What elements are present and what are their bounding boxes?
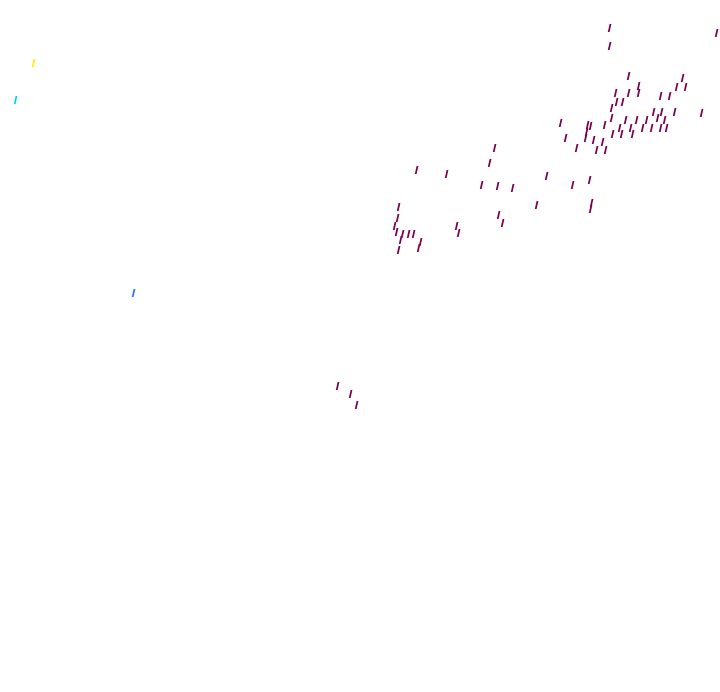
data-point — [396, 246, 401, 254]
data-point — [628, 124, 633, 132]
data-point — [607, 24, 612, 32]
data-point — [636, 89, 641, 97]
data-point — [658, 92, 663, 100]
data-point — [585, 121, 590, 129]
data-point — [640, 124, 645, 132]
data-point — [131, 289, 136, 297]
data-point — [479, 181, 484, 189]
series-cyan — [13, 96, 18, 104]
data-point — [630, 130, 635, 138]
data-point — [570, 181, 575, 189]
data-point — [510, 184, 515, 192]
data-point — [558, 119, 563, 127]
data-point — [495, 182, 500, 190]
data-point — [609, 104, 614, 112]
data-point — [659, 108, 664, 116]
data-point — [500, 219, 505, 227]
data-point — [603, 146, 608, 154]
data-point — [31, 59, 36, 67]
data-point — [534, 201, 539, 209]
data-point — [587, 176, 592, 184]
data-point — [672, 108, 677, 116]
data-point — [392, 222, 397, 230]
series-yellow — [31, 59, 36, 67]
data-point — [699, 109, 704, 117]
data-point — [634, 116, 639, 124]
data-point — [544, 172, 549, 180]
data-point — [594, 146, 599, 154]
data-point — [649, 124, 654, 132]
data-point — [492, 144, 497, 152]
data-point — [662, 116, 667, 124]
data-point — [588, 122, 593, 130]
data-point — [456, 229, 461, 237]
data-point — [623, 116, 628, 124]
data-point — [444, 170, 449, 178]
data-point — [396, 203, 401, 211]
data-point — [398, 236, 403, 244]
data-point — [487, 159, 492, 167]
data-point — [626, 72, 631, 80]
data-point — [658, 124, 663, 132]
data-point — [644, 116, 649, 124]
data-point — [655, 114, 660, 122]
series-blue — [131, 289, 136, 297]
data-point — [664, 124, 669, 132]
data-point — [395, 214, 400, 222]
data-point — [574, 144, 579, 152]
data-point — [588, 205, 593, 213]
data-point — [411, 230, 416, 238]
data-point — [636, 82, 641, 90]
data-point — [651, 108, 656, 116]
data-point — [583, 134, 588, 142]
data-point — [626, 89, 631, 97]
data-point — [591, 136, 596, 144]
data-point — [496, 211, 501, 219]
data-point — [335, 382, 340, 390]
data-point — [394, 228, 399, 236]
data-point — [607, 42, 612, 50]
series-main — [335, 24, 719, 409]
data-point — [674, 83, 679, 91]
data-point — [614, 98, 619, 106]
data-point — [354, 401, 359, 409]
data-point — [600, 138, 605, 146]
data-point — [563, 134, 568, 142]
data-point — [667, 92, 672, 100]
data-point — [610, 130, 615, 138]
data-point — [683, 83, 688, 91]
data-point — [602, 121, 607, 129]
data-point — [620, 98, 625, 106]
data-point — [619, 130, 624, 138]
data-point — [13, 96, 18, 104]
data-point — [609, 114, 614, 122]
data-point — [348, 390, 353, 398]
data-point — [680, 74, 685, 82]
data-point — [414, 166, 419, 174]
data-point — [454, 222, 459, 230]
data-point — [416, 244, 421, 252]
data-point — [617, 124, 622, 132]
data-point — [613, 89, 618, 97]
data-point — [406, 230, 411, 238]
data-point — [714, 29, 719, 37]
